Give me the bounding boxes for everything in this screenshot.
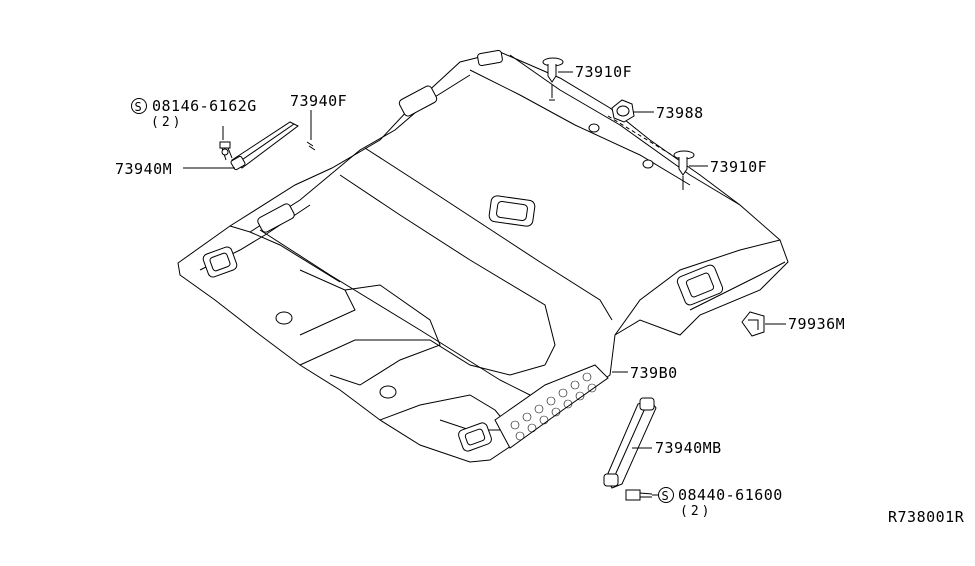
callout-label-79936m: 79936M	[788, 315, 845, 333]
callout-label-08440-61600: 08440-61600	[678, 486, 783, 504]
callout-qty-08440: (2)	[680, 504, 712, 519]
clip-73910f-lower	[673, 150, 708, 190]
callout-label-73940f: 73940F	[290, 92, 347, 110]
assist-grip-73940mb	[603, 397, 658, 501]
callout-label-73910f-lower: 73910F	[710, 158, 767, 176]
callout-qty-08146: (2)	[151, 115, 183, 130]
standard-symbol: S	[662, 489, 670, 503]
diagram-reference-id: R738001R	[888, 508, 965, 526]
cap-73988	[607, 99, 681, 161]
callout-label-739b0: 739B0	[630, 364, 678, 382]
cover-79936m	[741, 311, 786, 337]
callout-label-73988: 73988	[656, 104, 704, 122]
headlining-panel	[177, 49, 789, 463]
perforated-panel-part	[494, 364, 609, 449]
callout-label-73940mb: 73940MB	[655, 439, 722, 457]
clip-73940f	[306, 110, 316, 151]
clip-73910f-top	[542, 57, 573, 101]
callout-label-73910f-top: 73910F	[575, 63, 632, 81]
assist-grip-73940m	[183, 121, 299, 171]
standard-symbol: S	[135, 100, 143, 114]
standard-part-08146: S 08146-6162G (2)	[131, 97, 257, 130]
callout-label-08146-6162g: 08146-6162G	[152, 97, 257, 115]
callout-label-73940m: 73940M	[115, 160, 172, 178]
standard-part-08440: S 08440-61600 (2)	[658, 486, 783, 519]
